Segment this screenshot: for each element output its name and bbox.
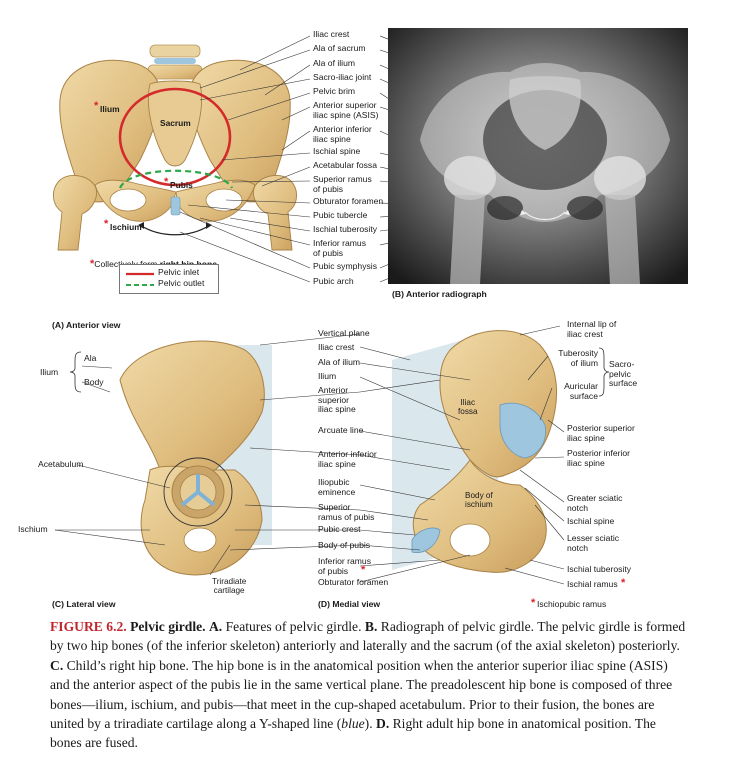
legend-swatches (126, 272, 154, 286)
hip-bone-medial-illustration (392, 330, 558, 573)
collective-star: * (90, 257, 95, 270)
label-pubic-arch: Pubic arch (313, 276, 354, 286)
collective-note-text: Collectively form (94, 258, 157, 269)
caption-d: D. (376, 716, 390, 732)
d-ischiopubic-star: * (531, 597, 536, 609)
d-label-internal-lip: Internal lip of iliac crest (567, 319, 617, 339)
label-asis: Anterior superior iliac spine (ASIS) (313, 100, 379, 120)
pelvis-anterior-illustration (53, 44, 297, 251)
collective-note-bold: right hip bone (160, 259, 217, 269)
d-label-arcuate-line: Arcuate line (318, 425, 364, 435)
d-label-obturator-foramen: Obturator foramen (318, 577, 389, 587)
bone-label-ischium: Ischium (110, 222, 142, 232)
panel-a-title: (A) Anterior view (52, 320, 121, 330)
caption-c-text: Child’s right hip bone. The hip bone is … (50, 657, 673, 732)
collective-note: *Collectively form right hip bone (90, 249, 217, 269)
d-inferior-ramus-star: * (361, 564, 366, 576)
caption-c-end: ). (364, 716, 376, 732)
d-label-superior-ramus: Superior ramus of pubis (318, 502, 375, 522)
panel-c-ala: Ala (84, 353, 97, 363)
label-ala-of-ilium: Ala of ilium (313, 58, 356, 68)
sacropelvic-brace (598, 347, 610, 397)
caption-c: C. (50, 657, 64, 673)
d-label-asis: Anterior superior iliac spine (318, 385, 356, 415)
panel-c-acetabulum: Acetabulum (38, 459, 84, 469)
hip-bone-lateral-illustration (119, 340, 272, 576)
d-label-ischial-spine: Ischial spine (567, 516, 615, 526)
d-label-greater-sciatic-notch: Greater sciatic notch (567, 493, 623, 513)
d-label-auricular-surface: Auricular surface (564, 381, 598, 401)
label-sacro-iliac-joint: Sacro-iliac joint (313, 72, 372, 82)
label-pelvic-brim: Pelvic brim (313, 86, 356, 96)
label-ischial-tuberosity: Ischial tuberosity (313, 224, 378, 234)
label-iliac-crest: Iliac crest (313, 29, 350, 39)
d-label-inferior-ramus: Inferior ramus of pubis (318, 556, 372, 576)
label-ischial-spine: Ischial spine (313, 146, 361, 156)
d-sacropelvic-surface: Sacro- pelvic surface (609, 359, 638, 389)
label-ala-of-sacrum: Ala of sacrum (313, 43, 366, 53)
caption-title: Pelvic girdle. (130, 619, 206, 634)
pelvic-legend: Pelvic inlet Pelvic outlet (119, 264, 219, 294)
label-superior-ramus-pubis: Superior ramus of pubis (313, 174, 372, 194)
pelvis-radiograph (388, 28, 688, 284)
panel-c-ilium-brace (69, 351, 82, 393)
d-label-ischial-ramus: Ischial ramus (567, 579, 618, 589)
d-ischial-ramus-star: * (621, 577, 626, 589)
panel-b-title: (B) Anterior radiograph (392, 289, 487, 299)
caption-figure-number: FIGURE 6.2. (50, 619, 127, 634)
panel-cd-leader-lines (54, 325, 565, 585)
panel-c-ischium: Ischium (18, 524, 48, 534)
ilium-star: * (94, 100, 99, 112)
pubis-star: * (164, 176, 169, 188)
bone-label-pubis: Pubis (170, 180, 193, 190)
d-iliac-fossa: Iliac fossa (458, 398, 478, 416)
caption-b: B. (364, 619, 378, 634)
legend-outlet-label: Pelvic outlet (158, 278, 205, 288)
bone-label-ilium: Ilium (100, 104, 120, 114)
caption-b-text: Radiograph of pelvic girdle. The pelvic … (50, 619, 686, 654)
legend-inlet-label: Pelvic inlet (158, 267, 200, 277)
label-acetabular-fossa: Acetabular fossa (313, 160, 378, 170)
panel-d-title: (D) Medial view (318, 599, 381, 609)
panel-c-title: (C) Lateral view (52, 599, 116, 609)
label-pubic-symphysis: Pubic symphysis (313, 261, 377, 271)
d-label-lesser-sciatic-notch: Lesser sciatic notch (567, 533, 620, 553)
d-label-piis: Posterior inferior iliac spine (567, 448, 631, 468)
d-label-ilium: Ilium (318, 371, 337, 381)
figure-caption: FIGURE 6.2. Pelvic girdle. A. Features o… (50, 617, 690, 753)
d-body-of-ischium: Body of ischium (465, 491, 493, 509)
d-label-ala-of-ilium: Ala of ilium (318, 357, 361, 367)
panel-c-ilium: Ilium (40, 367, 59, 377)
label-obturator-foramen: Obturator foramen (313, 196, 384, 206)
d-label-pubic-crest: Pubic crest (318, 524, 361, 534)
panel-c-triradiate: Triradiate cartilage (212, 577, 247, 595)
bone-label-sacrum: Sacrum (160, 118, 191, 128)
caption-a: A. (208, 619, 223, 634)
figure-artwork (53, 28, 688, 585)
d-label-ischiopubic-ramus: Ischiopubic ramus (537, 599, 607, 609)
label-pubic-tubercle: Pubic tubercle (313, 210, 368, 220)
d-label-psis: Posterior superior iliac spine (567, 423, 635, 443)
panel-c-body: Body (84, 377, 104, 387)
d-label-body-of-pubis: Body of pubis (318, 540, 371, 550)
d-label-iliopubic-eminence: Iliopubic eminence (318, 477, 356, 497)
d-label-aiis: Anterior inferior iliac spine (318, 449, 377, 469)
d-label-tuberosity-ilium: Tuberosity of ilium (558, 348, 598, 368)
caption-blue: blue (341, 716, 365, 732)
d-label-ischial-tuberosity: Ischial tuberosity (567, 564, 632, 574)
ischium-star: * (104, 218, 109, 230)
caption-d-text: Right adult hip bone in anatomical posit… (50, 716, 656, 751)
d-label-vertical-plane: Vertical plane (318, 328, 370, 338)
label-aiis: Anterior inferior iliac spine (313, 124, 372, 144)
caption-a-text: Features of pelvic girdle. (222, 619, 365, 634)
label-inferior-ramus-pubis: Inferior ramus of pubis (313, 238, 367, 258)
d-label-iliac-crest: Iliac crest (318, 342, 355, 352)
